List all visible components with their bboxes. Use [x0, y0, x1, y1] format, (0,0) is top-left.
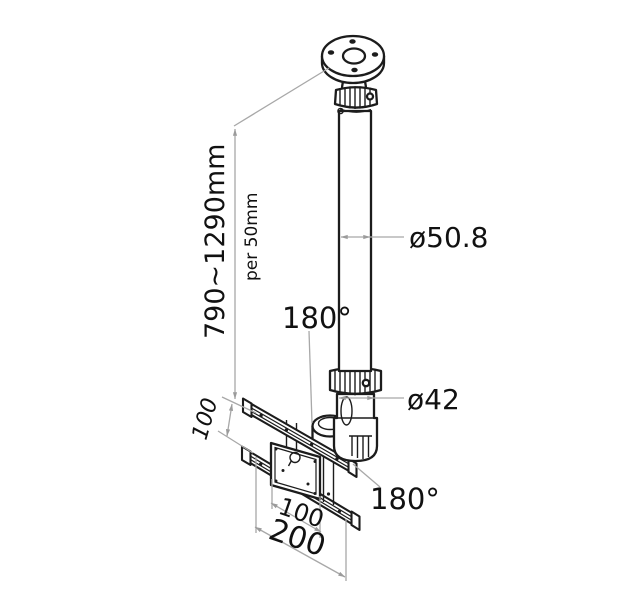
upper-adjustment-collar: [333, 86, 379, 115]
bracket-width-dimension: [254, 457, 347, 581]
height-dimension: [232, 67, 330, 400]
lower-clamp-collar: [328, 364, 383, 396]
rotation-top-leader: [308, 330, 313, 424]
tube-diameter-label: ø42: [407, 383, 460, 416]
height-range-label: 790~1290mm: [200, 144, 231, 339]
rotation-bottom-leader: [352, 463, 381, 488]
pole-diameter-label: ø50.8: [409, 221, 488, 254]
vesa-height-label: 100: [188, 395, 224, 442]
lower-tube: [332, 392, 379, 463]
vesa-plate: [269, 441, 322, 501]
ceiling-plate: [320, 34, 386, 85]
mounting-pole: [337, 109, 373, 373]
rail-spacing-dimension: [217, 396, 257, 454]
height-increment-label: per 50mm: [242, 193, 262, 281]
rotation-top-label: 180°: [282, 301, 352, 335]
rotation-bottom-label: 180°: [370, 482, 440, 516]
